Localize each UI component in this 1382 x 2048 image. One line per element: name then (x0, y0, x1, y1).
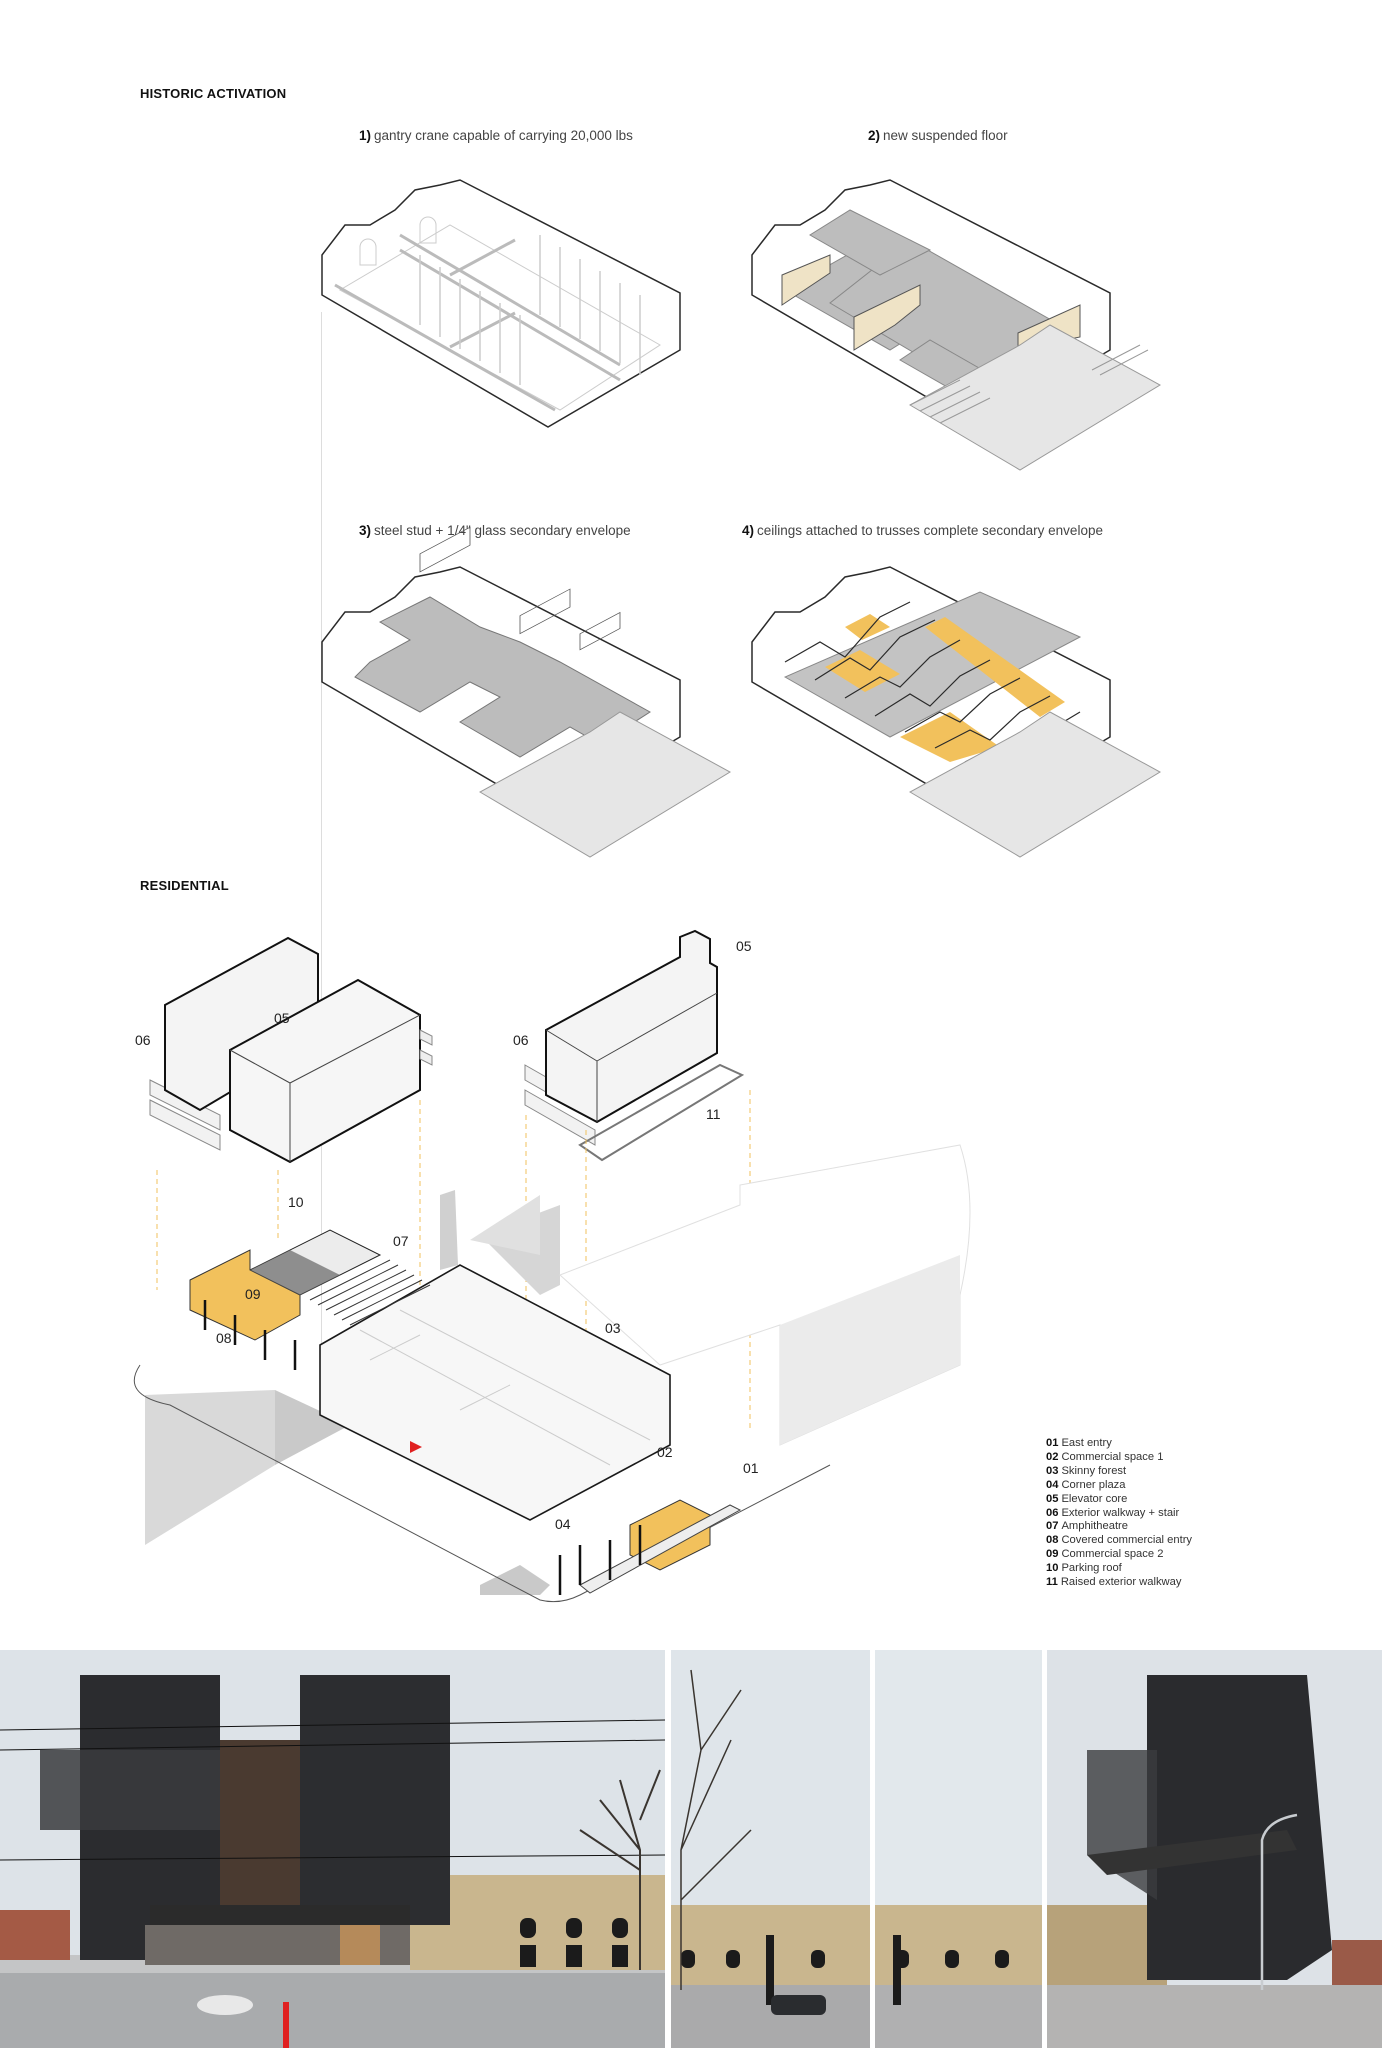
label-10: 10 (288, 1194, 304, 1210)
section-title-historic-activation: HISTORIC ACTIVATION (140, 86, 287, 101)
step-text: gantry crane capable of carrying 20,000 … (374, 128, 633, 143)
section-title-residential: RESIDENTIAL (140, 878, 229, 893)
site-axonometric-plan (133, 1144, 971, 1603)
residential-block-right (524, 929, 745, 1162)
label-05-left: 05 (274, 1010, 290, 1026)
step-text: steel stud + 1/4" glass secondary envelo… (374, 523, 631, 538)
label-02: 02 (657, 1444, 673, 1460)
photo-corner-perspective (1047, 1650, 1382, 2048)
label-08: 08 (216, 1330, 232, 1346)
residential-block-left (149, 936, 433, 1164)
label-04: 04 (555, 1516, 571, 1532)
photo-warehouse-sky (875, 1650, 1042, 2048)
step-number: 1) (359, 128, 372, 143)
step-number: 3) (359, 523, 372, 538)
step-text: ceilings attached to trusses complete se… (757, 523, 1103, 538)
step-number: 2) (868, 128, 881, 143)
label-03: 03 (605, 1320, 621, 1336)
label-07: 07 (393, 1233, 409, 1249)
label-05-right: 05 (736, 938, 752, 954)
axonometric-diagram-suspended-floor (751, 179, 1162, 471)
guide-line (321, 312, 322, 1412)
label-06-right: 06 (513, 1032, 529, 1048)
label-06-left: 06 (135, 1032, 151, 1048)
photo-tree-warehouse (671, 1650, 870, 2048)
step-caption-4: 4)ceilings attached to trusses complete … (742, 523, 1103, 538)
step-text: new suspended floor (883, 128, 1008, 143)
step-caption-1: 1)gantry crane capable of carrying 20,00… (359, 128, 633, 143)
label-09: 09 (245, 1286, 261, 1302)
axonometric-diagram-secondary-envelope (321, 526, 732, 858)
axonometric-diagram-gantry-crane (321, 179, 681, 428)
step-number: 4) (742, 523, 755, 538)
step-caption-2: 2)new suspended floor (868, 128, 1008, 143)
photo-front-elevation (0, 1650, 665, 2048)
step-caption-3: 3)steel stud + 1/4" glass secondary enve… (359, 523, 631, 538)
label-01: 01 (743, 1460, 759, 1476)
axonometric-diagram-ceilings-trusses (751, 566, 1162, 858)
label-11: 11 (706, 1106, 721, 1122)
